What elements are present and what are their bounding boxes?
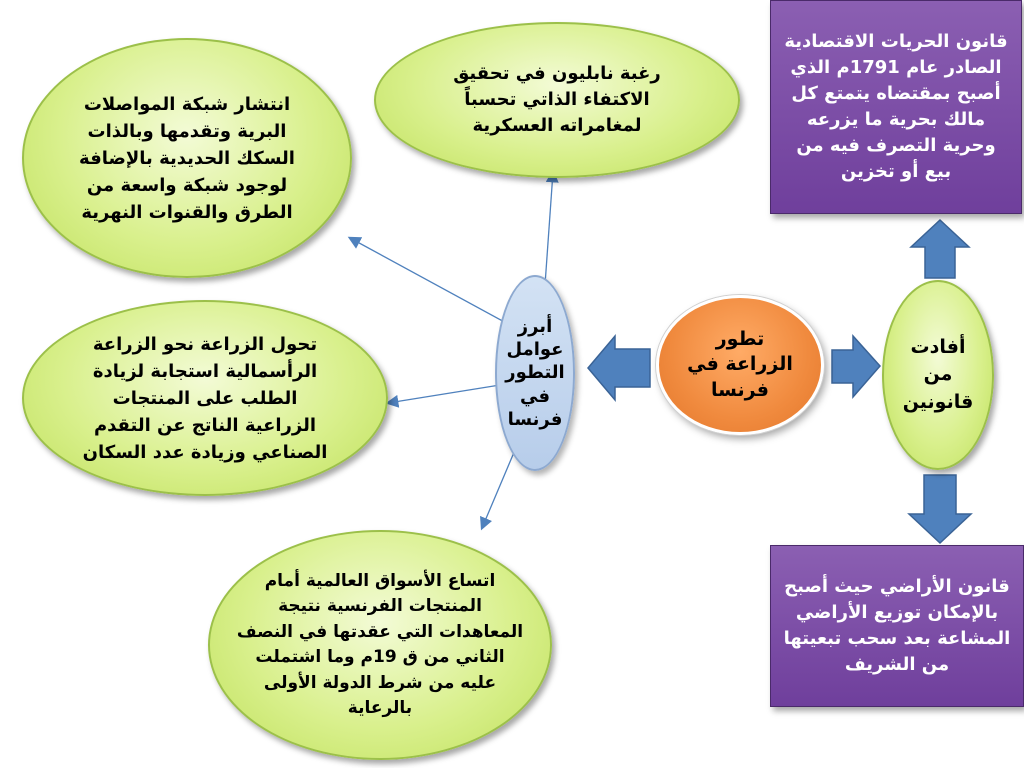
law-1791-box: قانون الحريات الاقتصادية الصادر عام 1791… xyxy=(770,0,1022,214)
benefit-title: أفادت من قانونين xyxy=(902,335,974,413)
transport-factor-oval: انتشار شبكة المواصلات البرية وتقدمها وبا… xyxy=(22,38,352,278)
factors-oval: أبرز عوامل التطور في فرنسا xyxy=(495,275,575,471)
benefit-oval: أفادت من قانونين xyxy=(882,280,994,470)
central-topic-oval: تطور الزراعة في فرنسا xyxy=(656,295,824,435)
land-law-text: قانون الأراضي حيث أصبح بالإمكان توزيع ال… xyxy=(783,575,1011,676)
connector-to-capitalist xyxy=(385,384,501,408)
napoleon-factor-text: رغبة نابليون في تحقيق الاكتفاء الذاتي تح… xyxy=(453,62,661,137)
block-arrow-right xyxy=(831,334,882,400)
connector-to-transport xyxy=(347,236,511,326)
law-1791-text: قانون الحريات الاقتصادية الصادر عام 1791… xyxy=(784,30,1008,183)
central-topic-text: تطور الزراعة في فرنسا xyxy=(687,327,793,401)
block-arrow-down xyxy=(907,474,973,545)
factors-title: أبرز عوامل التطور في فرنسا xyxy=(505,315,565,431)
block-arrow-up xyxy=(909,218,971,279)
land-law-box: قانون الأراضي حيث أصبح بالإمكان توزيع ال… xyxy=(770,545,1024,707)
block-arrow-left xyxy=(587,333,651,403)
capitalist-factor-text: تحول الزراعة نحو الزراعة الرأسمالية استج… xyxy=(82,333,328,463)
napoleon-factor-oval: رغبة نابليون في تحقيق الاكتفاء الذاتي تح… xyxy=(374,22,740,178)
connector-to-markets xyxy=(480,449,516,531)
markets-factor-text: اتساع الأسواق العالمية أمام المنتجات الف… xyxy=(236,570,524,719)
connector-to-napoleon xyxy=(544,169,559,286)
transport-factor-text: انتشار شبكة المواصلات البرية وتقدمها وبا… xyxy=(79,93,295,223)
capitalist-factor-oval: تحول الزراعة نحو الزراعة الرأسمالية استج… xyxy=(22,300,388,496)
markets-factor-oval: اتساع الأسواق العالمية أمام المنتجات الف… xyxy=(208,530,552,760)
